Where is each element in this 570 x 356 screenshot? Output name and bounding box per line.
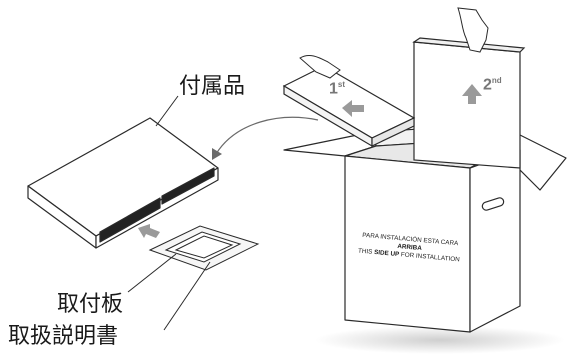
hand-left [299, 55, 341, 79]
step-first-badge: 1st [329, 80, 345, 98]
open-tray [27, 117, 219, 249]
callout-line-mounting-plate [127, 253, 177, 293]
hand-right [457, 7, 489, 53]
left-arrow-icon [342, 100, 364, 117]
step-second-badge: 2nd [483, 76, 502, 94]
up-arrow-icon [462, 84, 482, 104]
label-manual: 取扱説明書 [8, 324, 119, 349]
box-print-line3-b: SIDE UP [373, 248, 400, 259]
box-shadow [315, 326, 565, 354]
transfer-arrow-head [212, 148, 222, 160]
shipping-box [283, 123, 567, 333]
accessory-tray [282, 65, 416, 148]
step-first-number: 1 [329, 80, 338, 98]
transfer-arrow [215, 116, 319, 155]
label-accessories: 付属品 [179, 74, 246, 99]
callout-line-manual [163, 261, 211, 331]
callout-line-accessories [155, 95, 179, 127]
step-first-suffix: st [337, 80, 346, 89]
lid-panel [412, 37, 526, 169]
step-second-number: 2 [483, 76, 492, 94]
mounting-plate [148, 225, 260, 271]
down-arrow-icon [138, 224, 160, 238]
step-second-suffix: nd [491, 76, 502, 85]
box-print-line3-a: THIS [357, 247, 375, 256]
label-mounting-plate: 取付板 [57, 292, 124, 317]
